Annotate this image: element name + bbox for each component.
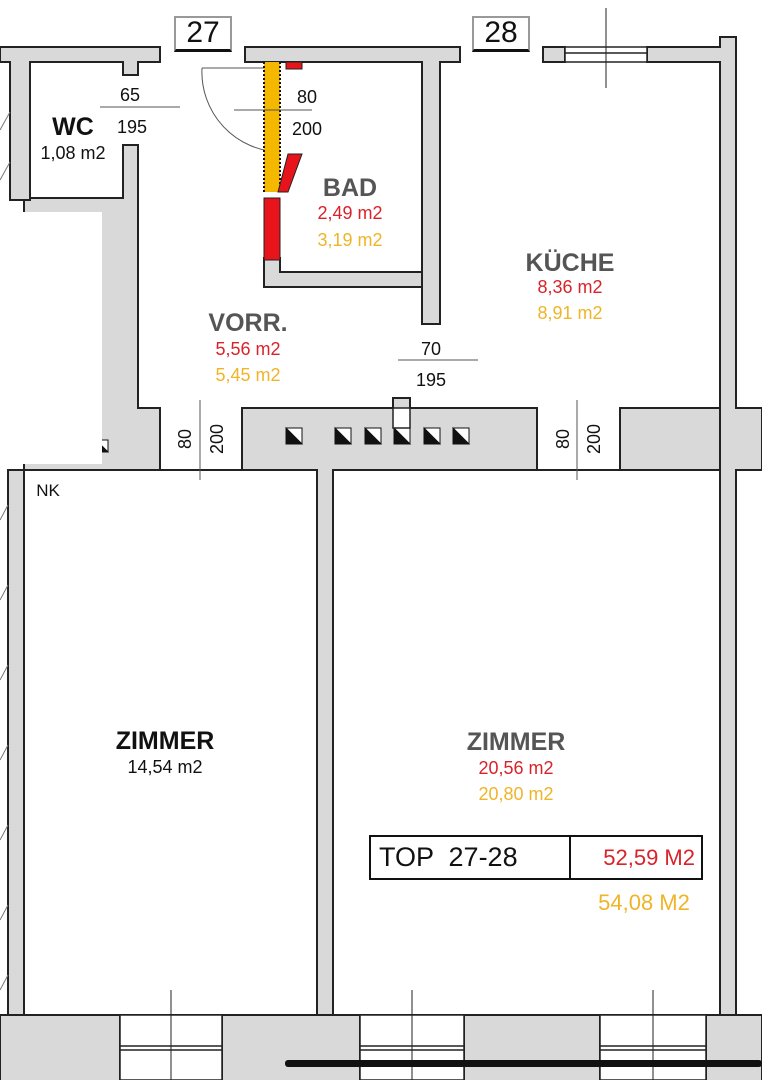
- bottom-heavy-line: [285, 1060, 762, 1067]
- unit-summary-area-net: 52,59 M2: [603, 844, 695, 870]
- wall-bad-bottom: [263, 257, 423, 288]
- wall-bottom-3: [463, 1014, 601, 1080]
- left-room-door-height: 200: [207, 423, 227, 455]
- new-wall-yellow: [264, 62, 280, 192]
- window-icon: [119, 8, 707, 1080]
- right-room-door-height: 200: [584, 423, 604, 455]
- demolish-wall-red-bottom: [263, 197, 281, 261]
- unit-number-28: 28: [472, 16, 530, 52]
- room-area-zimmer-right-net: 20,56 m2: [478, 758, 554, 778]
- wall-bottom: [0, 1014, 121, 1080]
- wall-bottom-2: [221, 1014, 361, 1080]
- wall-left-exterior: [7, 469, 25, 1016]
- room-area-vorr-net: 5,56 m2: [215, 339, 281, 359]
- unit-number-27: 27: [174, 16, 232, 52]
- wall-top-middle: [244, 46, 461, 325]
- room-zimmer-right-floor: [332, 469, 721, 1016]
- room-title-zimmer-right: ZIMMER: [466, 728, 566, 756]
- room-title-vorr: VORR.: [208, 309, 288, 337]
- left-room-door-width: 80: [175, 428, 195, 450]
- room-title-bad: BAD: [322, 174, 378, 202]
- courtyard-area: [0, 212, 102, 464]
- door-swing-arc-icon: [201, 67, 281, 153]
- wall-top-left: [0, 46, 161, 201]
- demolish-wall-red-mid: [277, 153, 303, 193]
- unit-summary-area-gross: 54,08 M2: [598, 890, 690, 915]
- room-area-wc: 1,08 m2: [40, 143, 106, 163]
- room-area-zimmer-right-gross: 20,80 m2: [478, 784, 554, 804]
- room-title-zimmer-left: ZIMMER: [115, 727, 215, 755]
- wall-bottom-4: [705, 1014, 762, 1080]
- chimney-vent-icon: [95, 426, 471, 453]
- wall-top-right-2: [646, 36, 762, 1080]
- wc-door-width: 65: [119, 85, 141, 105]
- demolish-wall-red-top: [285, 61, 303, 70]
- right-room-door-width: 80: [553, 428, 573, 450]
- wc-door-height: 195: [116, 117, 148, 137]
- wall-right-room-top: [619, 407, 721, 471]
- bad-door-height: 200: [291, 119, 323, 139]
- room-area-zimmer-left: 14,54 m2: [127, 757, 203, 777]
- room-title-wc: WC: [52, 113, 94, 141]
- room-area-bad-net: 2,49 m2: [317, 203, 383, 223]
- kitchen-door-height: 195: [415, 370, 447, 390]
- unit-summary-box: TOP 27-28 52,59 M2: [369, 835, 703, 880]
- room-title-nk: NK: [36, 481, 60, 500]
- kitchen-door-width: 70: [420, 339, 442, 359]
- room-area-bad-gross: 3,19 m2: [317, 230, 383, 250]
- room-area-vorr-gross: 5,45 m2: [215, 365, 281, 385]
- room-zimmer-left-floor: [23, 469, 318, 1016]
- room-title-kueche: KÜCHE: [525, 249, 615, 277]
- unit-summary-label: TOP 27-28: [371, 837, 571, 878]
- wall-top-right: [542, 46, 566, 63]
- bad-door-width: 80: [296, 87, 318, 107]
- room-area-kueche-gross: 8,91 m2: [537, 303, 603, 323]
- room-area-kueche-net: 8,36 m2: [537, 277, 603, 297]
